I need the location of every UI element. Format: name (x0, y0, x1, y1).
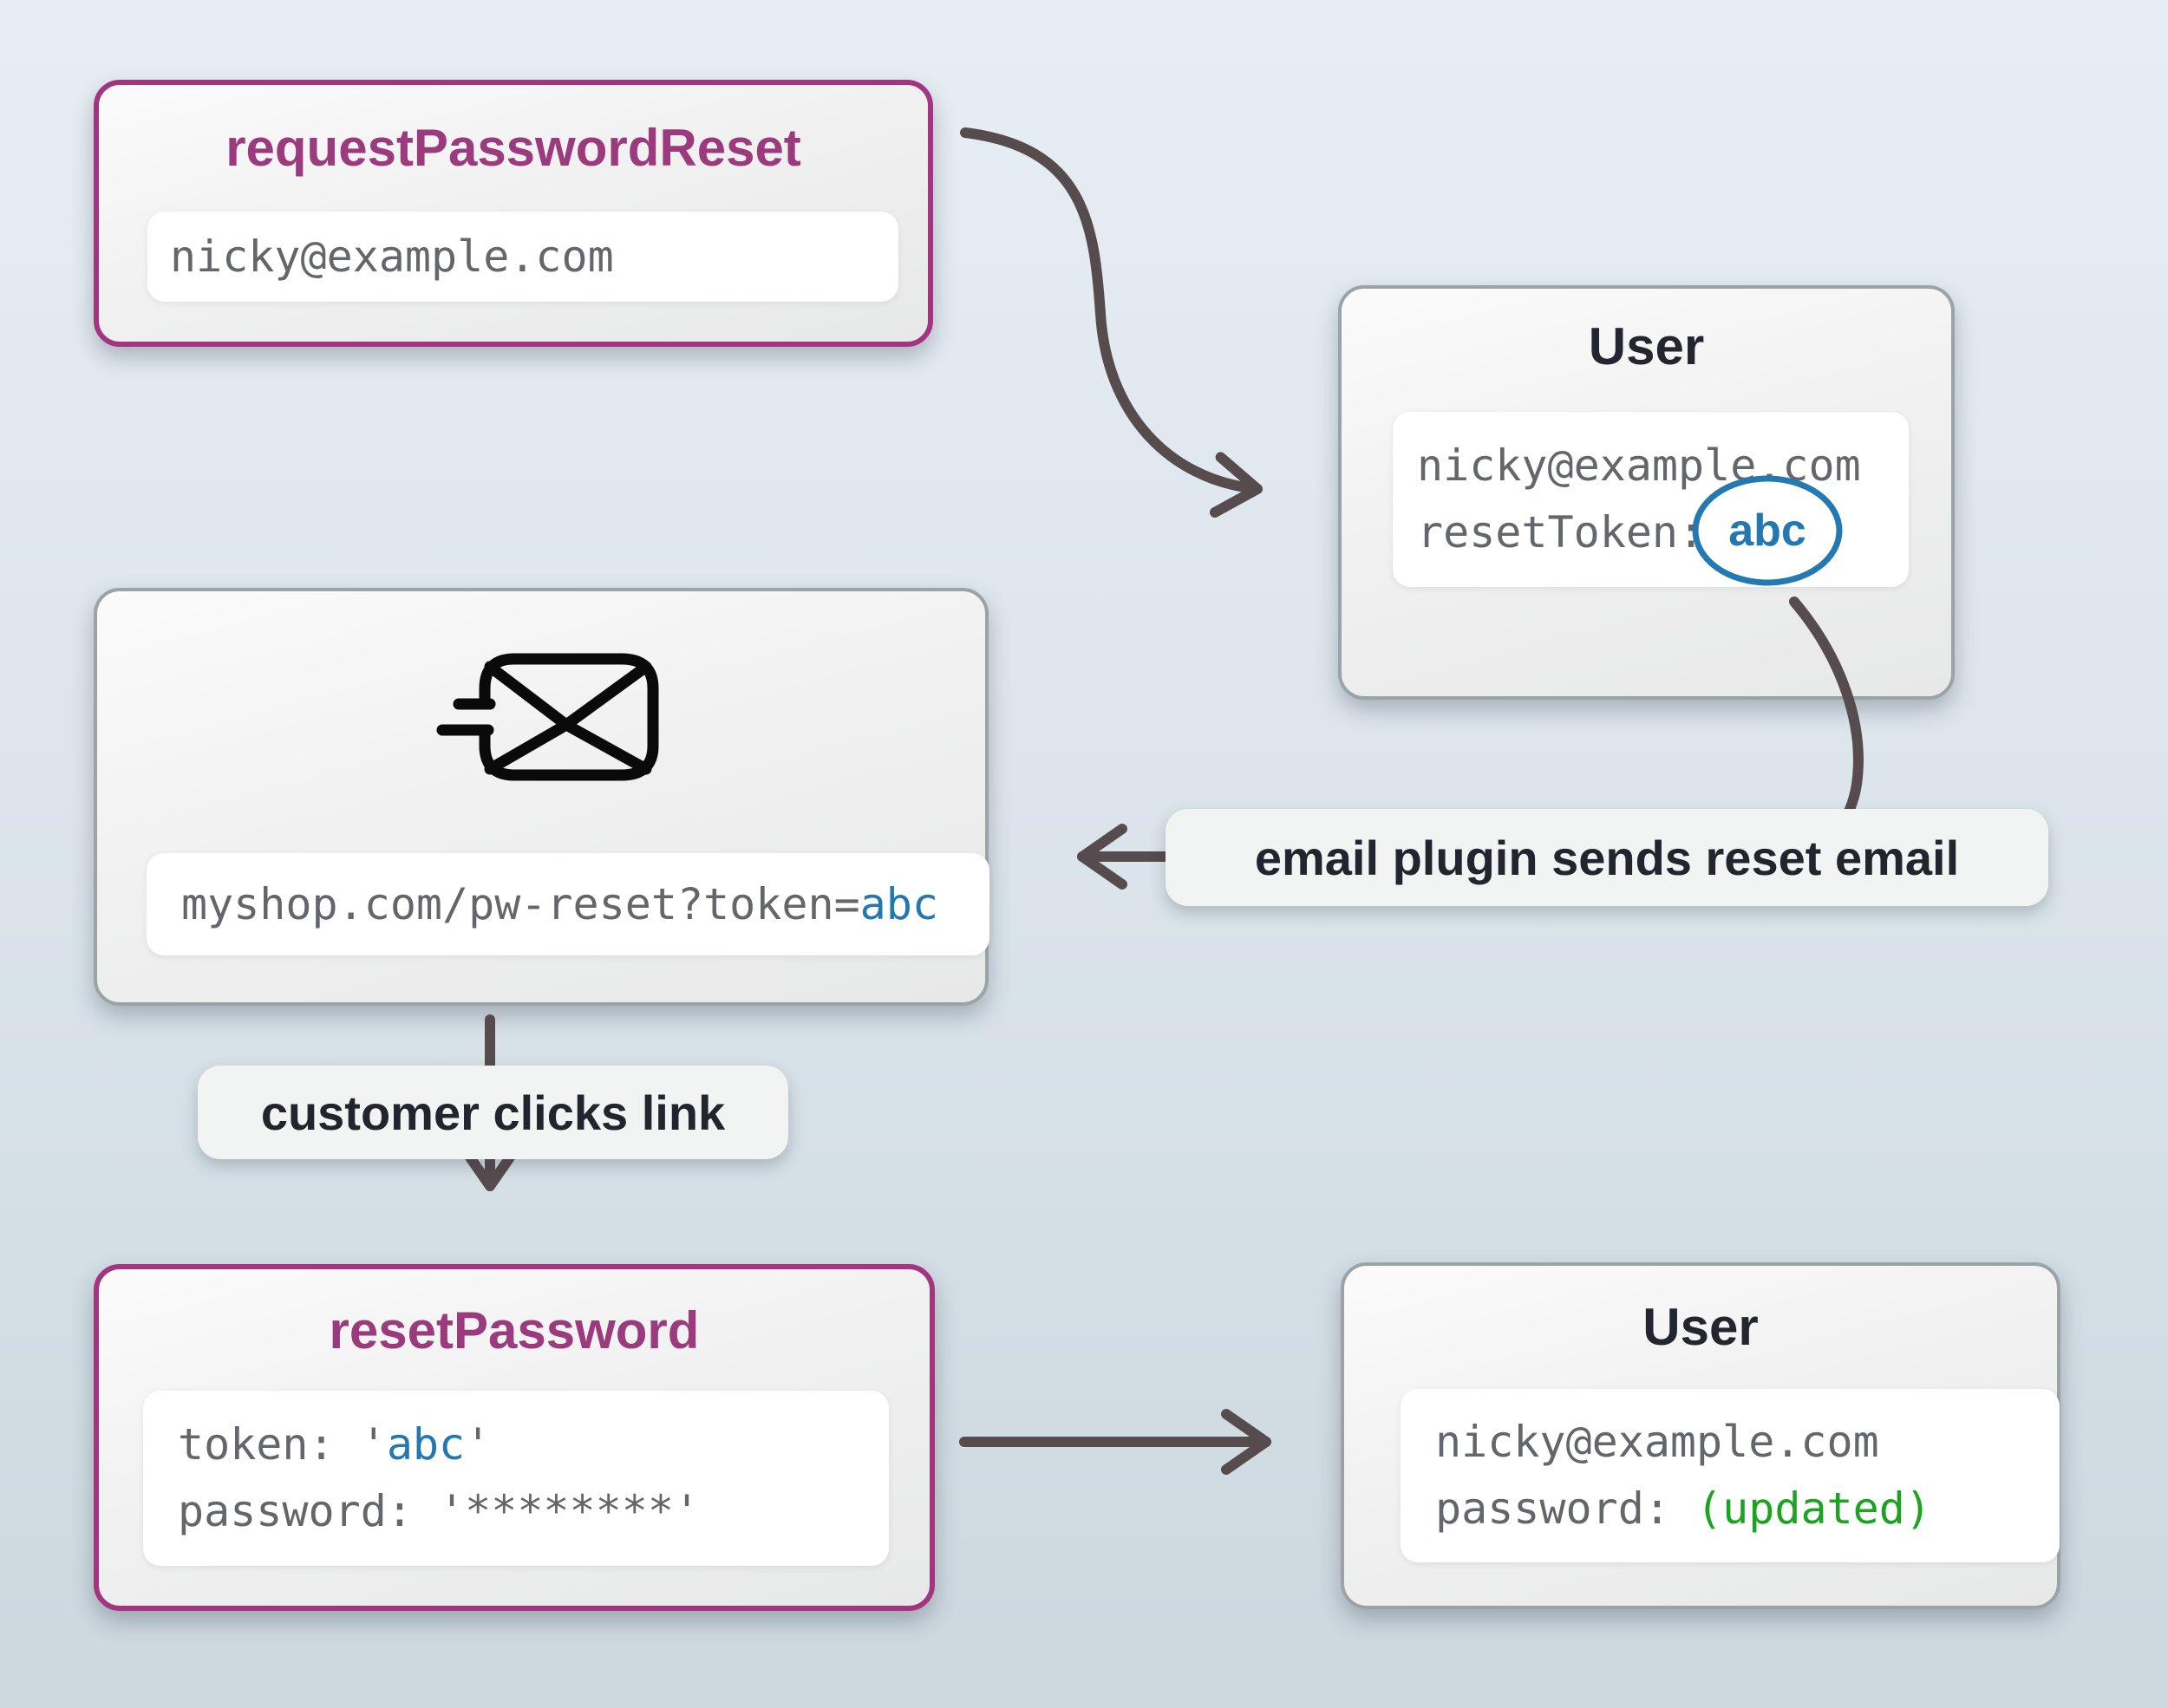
email-value: nicky@example.com (170, 231, 614, 282)
password-updated-value: (updated) (1696, 1483, 1931, 1534)
user-updated-email: nicky@example.com (1435, 1417, 1879, 1467)
reset-link-url: myshop.com/pw-reset?token=abc (181, 871, 989, 938)
token-prefix: token: ' (178, 1419, 387, 1470)
password-line: password: '********' (178, 1486, 701, 1536)
send-email-icon (436, 653, 659, 781)
node-reset-email: myshop.com/pw-reset?token=abc (94, 588, 989, 1006)
reset-link-token: abc (859, 878, 938, 929)
token-value: abc (386, 1419, 466, 1470)
password-prefix: password: (1435, 1483, 1697, 1534)
request-password-reset-title: requestPasswordReset (225, 119, 801, 177)
reset-token-label: resetToken: (1417, 507, 1705, 557)
user-updated-record: nicky@example.com password: (updated) (1401, 1389, 2060, 1562)
user-token-record: nicky@example.com resetToken: (1393, 412, 1909, 587)
reset-token-value: abc (1728, 505, 1806, 556)
user-token-email: nicky@example.com (1417, 440, 1861, 491)
reset-link-field: myshop.com/pw-reset?token=abc (147, 853, 989, 955)
token-line: token: 'abc' (178, 1411, 889, 1478)
label-customer-clicks-text: customer clicks link (260, 1085, 726, 1140)
reset-link-prefix: myshop.com/pw-reset?token= (181, 878, 860, 929)
reset-password-args: token: 'abc' password: '********' (143, 1391, 889, 1566)
node-user-token: User nicky@example.com resetToken: (1338, 285, 1955, 700)
node-request-password-reset: requestPasswordReset nicky@example.com (94, 80, 933, 347)
label-email-plugin-text: email plugin sends reset email (1254, 830, 1960, 885)
label-email-plugin: email plugin sends reset email (1166, 809, 2048, 906)
user-updated-password-line: password: (updated) (1435, 1476, 2060, 1542)
token-suffix: ' (465, 1419, 492, 1470)
node-reset-password: resetPassword token: 'abc' password: '**… (94, 1264, 935, 1611)
label-customer-clicks: customer clicks link (198, 1066, 788, 1159)
user-reset-token-line: resetToken: (1417, 499, 1909, 566)
arrow-request-to-user (960, 127, 1263, 518)
user-updated-title: User (1642, 1298, 1759, 1356)
node-user-updated: User nicky@example.com password: (update… (1341, 1262, 2060, 1609)
email-input-field: nicky@example.com (147, 212, 898, 302)
reset-password-title: resetPassword (329, 1301, 700, 1359)
user-token-title: User (1588, 317, 1705, 375)
